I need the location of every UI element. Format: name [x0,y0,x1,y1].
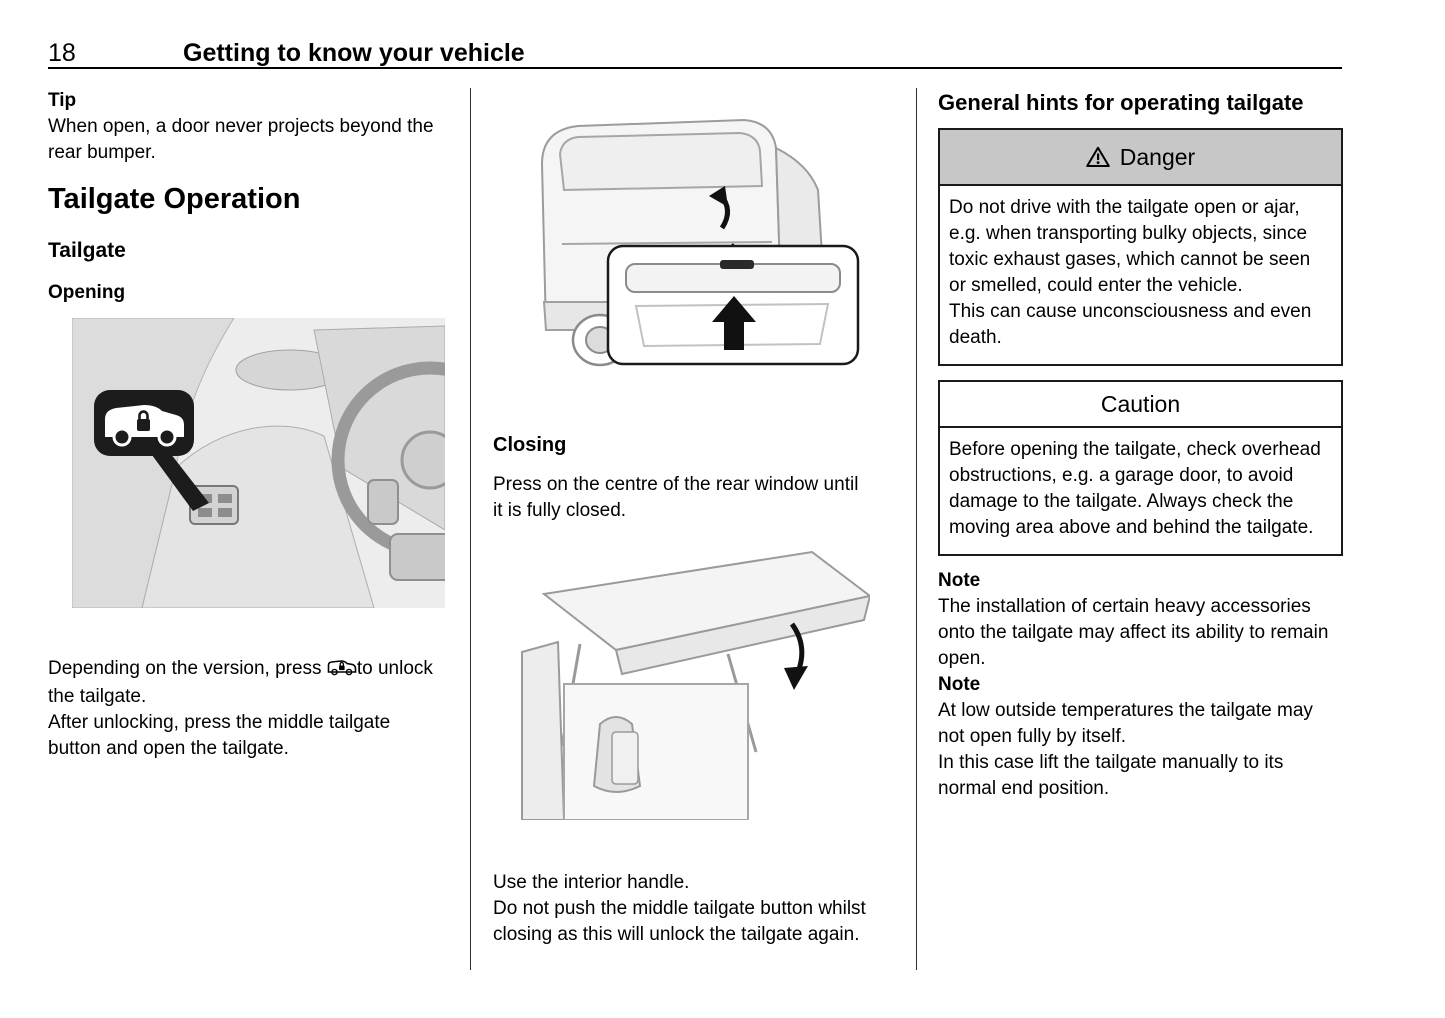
closing-warning-paragraph: Do not push the middle tailgate button w… [493,898,866,945]
tailgate-close-arrow [784,622,808,690]
callout-pointer [152,449,209,511]
tailgate-interior-illustration [516,532,873,828]
right-column: General hints for operating tailgate Dan… [938,88,1343,802]
tip-label: Tip [48,90,77,111]
tailgate-unlock-badge-icon [94,390,194,456]
note-label-1: Note [938,570,981,591]
tip-text: When open, a door never projects beyond … [48,116,434,163]
handle-inset [606,244,860,366]
danger-box: Danger Do not drive with the tailgate op… [938,128,1343,366]
middle-column: Closing Press on the centre of the rear … [493,88,873,948]
unlock-paragraph: Depending on the version, press to unloc… [48,656,448,710]
danger-paragraph-2: This can cause unconsciousness and even … [949,301,1312,348]
open-paragraph: After unlocking, press the middle tailga… [48,712,391,759]
note-1-paragraph-1: The installation of certain heavy access… [938,596,1329,669]
danger-box-body: Do not drive with the tailgate open or a… [940,186,1341,364]
press-up-arrow [712,296,756,350]
tailgate-open-arrow [709,186,730,230]
tailgate-exterior-illustration [516,92,872,378]
column-divider-right [916,88,917,970]
caution-box-header: Caution [940,382,1341,428]
danger-box-title: Danger [1119,144,1196,170]
note-label-2: Note [938,674,981,695]
column-divider-left [470,88,471,970]
note-2-paragraph-1: At low outside temperatures the tailgate… [938,700,1313,747]
general-hints-title: General hints for operating tailgate [938,90,1304,115]
closing-paragraph: Press on the centre of the rear window u… [493,474,859,521]
header-rule [48,67,1342,69]
van-rear-illustration-svg [516,92,870,370]
door-panel-unlock-illustration [71,317,529,616]
interior-handle-paragraph: Use the interior handle. [493,872,690,893]
left-column: Tip When open, a door never projects bey… [48,88,529,762]
caution-box: Caution Before opening the tailgate, che… [938,380,1343,556]
warning-triangle-icon [1085,146,1110,168]
caution-paragraph-1: Before opening the tailgate, check overh… [949,439,1321,538]
note-2-paragraph-2: In this case lift the tailgate manually … [938,752,1284,799]
unlock-paragraph-before: Depending on the version, press [48,658,327,679]
closing-heading: Closing [493,434,567,456]
danger-box-header: Danger [940,130,1341,186]
page-number: 18 [48,39,76,67]
unlock-paragraph-after: to unlock the tailgate. [48,658,433,707]
door-panel-illustration-svg [71,317,529,609]
subsection-title-tailgate: Tailgate [48,239,126,262]
open-tailgate-illustration-svg [516,532,873,821]
danger-paragraph-1: Do not drive with the tailgate open or a… [949,197,1311,296]
opening-heading: Opening [48,282,126,303]
section-title-tailgate-operation: Tailgate Operation [48,183,301,215]
caution-box-body: Before opening the tailgate, check overh… [940,428,1341,554]
caution-box-title: Caution [1100,391,1181,417]
chapter-title: Getting to know your vehicle [183,39,525,67]
tailgate-release-icon [327,658,357,684]
